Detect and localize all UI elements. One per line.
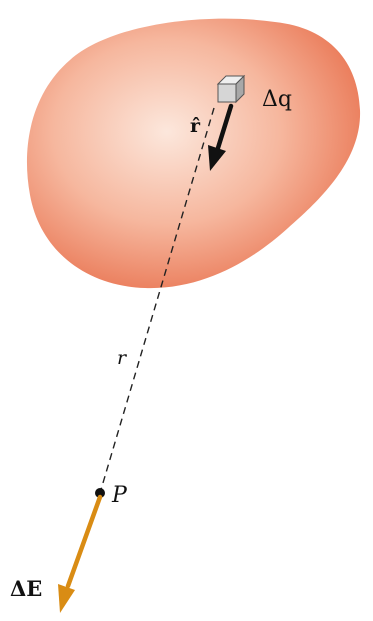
field-vector-label: ΔE bbox=[10, 576, 42, 601]
unit-vector-arrow bbox=[208, 103, 234, 171]
distance-line bbox=[99, 107, 215, 494]
charge-element-cube bbox=[216, 74, 246, 104]
point-p-dot bbox=[95, 488, 105, 498]
field-vector-arrow bbox=[58, 494, 103, 613]
charge-distribution-blob bbox=[26, 18, 361, 289]
distance-label: r bbox=[117, 347, 128, 369]
point-p-label: P bbox=[111, 483, 128, 508]
unit-vector-label: r̂ bbox=[190, 115, 201, 137]
charge-element-label: Δq bbox=[262, 87, 292, 112]
